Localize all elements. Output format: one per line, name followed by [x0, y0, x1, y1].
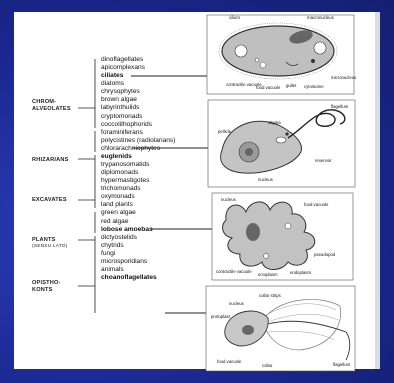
label-gullet: gullet [286, 83, 297, 88]
label-cytostome: cytostome [304, 84, 324, 89]
label-stigma: stigma [268, 120, 281, 125]
label-pseudopod: pseudopod [314, 252, 336, 257]
label-macronucleus: macronucleus [307, 15, 334, 20]
label-food-vacuole: food vacuole [217, 359, 242, 364]
label-nucleus: nucleus [229, 301, 244, 306]
label-ectoplasm: ectoplasm [258, 272, 278, 277]
amoeba-illustration: nucleus food vacuole pseudopod contracti… [212, 193, 353, 280]
euglenid-illustration: pellicle stigma flagellum nucleus reserv… [208, 100, 355, 187]
label-nucleus: nucleus [258, 177, 273, 182]
label-pellicle: pellicle [218, 129, 232, 134]
pointer-lines [131, 76, 212, 313]
label-nucleus: nucleus [221, 197, 236, 202]
label-food-vacuole: food vacuole [304, 202, 329, 207]
label-food-vacuole: food vacuole [256, 85, 281, 90]
label-flagellum: flagellum [331, 104, 349, 109]
group-brackets [78, 59, 95, 313]
label-cilium: cilium [229, 15, 240, 20]
ciliate-illustration: cilium macronucleus contractile vacuole … [207, 15, 356, 94]
label-micronucleus: micronucleus [331, 75, 356, 80]
label-reservoir: reservoir [315, 158, 332, 163]
label-endoplasm: endoplasm [290, 270, 311, 275]
label-contractile-vacuole: contractile vacuole [216, 269, 252, 274]
label-collar: collar [262, 363, 273, 368]
label-protoplast: protoplast [211, 314, 231, 319]
choanoflagellate-illustration: nucleus collar strips protoplast food va… [206, 286, 355, 371]
label-flagellum: flagellum [333, 362, 351, 367]
label-collar-strips: collar strips [259, 293, 281, 298]
